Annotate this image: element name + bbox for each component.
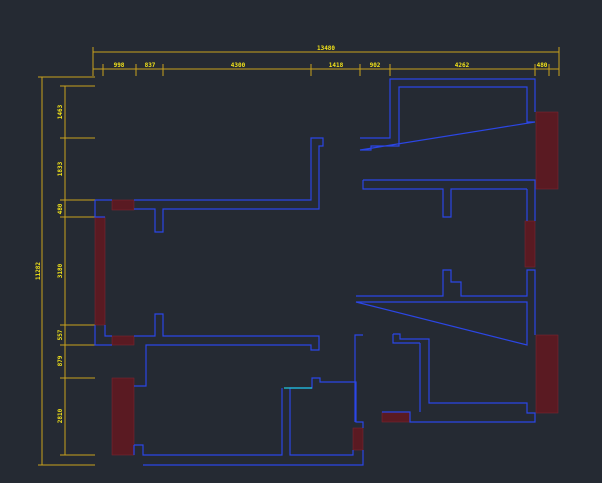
window-left-small-bottom: [111, 335, 135, 346]
left-dimension-7: 2810: [57, 408, 64, 423]
wall-upper-right: [359, 78, 536, 151]
left-total-dimension: 11282: [35, 262, 42, 280]
window-bottom-middle: [381, 411, 411, 423]
window-right-top: [535, 111, 559, 190]
wall-right-lower-room: [382, 333, 536, 423]
left-dimension-4: 3180: [57, 263, 64, 278]
top-dimension-6: 4262: [455, 62, 470, 69]
windows: [94, 111, 559, 456]
wall-lower-left: [94, 313, 320, 455]
top-dimensions: 13480 998 837 4300 1418 902 4262 480: [92, 45, 560, 76]
window-bottom-small: [352, 427, 364, 451]
window-right-middle: [524, 220, 536, 268]
left-dimensions: 11282 1463 1833 480 3180 557 879 2810: [35, 76, 95, 466]
top-dimension-2: 837: [145, 62, 156, 69]
top-dimension-7: 480: [537, 62, 548, 69]
top-dimension-1: 998: [114, 62, 125, 69]
wall-bottom: [134, 334, 364, 466]
top-dimension-5: 902: [370, 62, 381, 69]
left-dimension-5: 557: [57, 329, 64, 340]
wall-upper-left: [94, 137, 324, 233]
window-right-lower: [535, 334, 559, 414]
left-dimension-1: 1463: [57, 104, 64, 119]
top-dimension-4: 1418: [329, 62, 344, 69]
wall-right-lower: [355, 269, 536, 346]
window-left-lower: [111, 377, 135, 456]
walls: [94, 78, 536, 466]
window-left-small-top: [111, 199, 135, 211]
window-left-upper: [94, 216, 106, 326]
left-dimension-6: 879: [57, 355, 64, 366]
left-dimension-3: 480: [57, 203, 64, 214]
wall-right-middle: [362, 179, 536, 221]
top-dimension-3: 4300: [231, 62, 246, 69]
top-total-dimension: 13480: [317, 45, 335, 52]
left-dimension-2: 1833: [57, 161, 64, 176]
